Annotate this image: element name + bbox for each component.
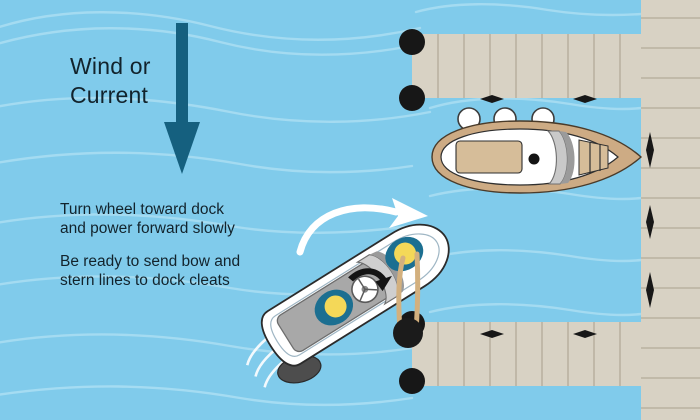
cleat-group-bottom	[480, 330, 597, 338]
dock-cleat-icon	[646, 205, 654, 239]
dock-cleat-icon	[646, 132, 654, 168]
dock-cleat-icon	[573, 330, 597, 338]
top-finger-dock	[412, 34, 641, 98]
docked-boat-helm	[528, 153, 540, 165]
bow-fender-icon	[393, 318, 423, 348]
bottom-finger-dock	[412, 322, 641, 386]
instruction-turn-wheel: Turn wheel toward dock and power forward…	[60, 201, 235, 238]
cleat-group-main	[646, 132, 654, 308]
dock-cleat-icon	[480, 95, 504, 103]
steering-wheel-icon	[351, 275, 379, 304]
bow-seat-cushion	[394, 242, 417, 265]
helm-turn-arrow-icon	[348, 268, 392, 292]
docked-boat-sunpad	[578, 139, 609, 176]
cleat-group-top	[480, 95, 597, 103]
piling-icon	[399, 29, 425, 55]
dock-cleat-icon	[480, 330, 504, 338]
aft-seat-cushion	[324, 295, 347, 318]
instruction-dock-lines: Be ready to send bow and stern lines to …	[60, 253, 241, 290]
wind-or-current-label: Wind or Current	[70, 53, 151, 108]
docked-boat-cabin	[455, 140, 523, 174]
piling-icon	[399, 85, 425, 111]
piling-icon	[399, 368, 425, 394]
dock-cleat-icon	[573, 95, 597, 103]
docked-boat-arch-shade	[559, 131, 575, 184]
dock-cleat-icon	[646, 272, 654, 308]
